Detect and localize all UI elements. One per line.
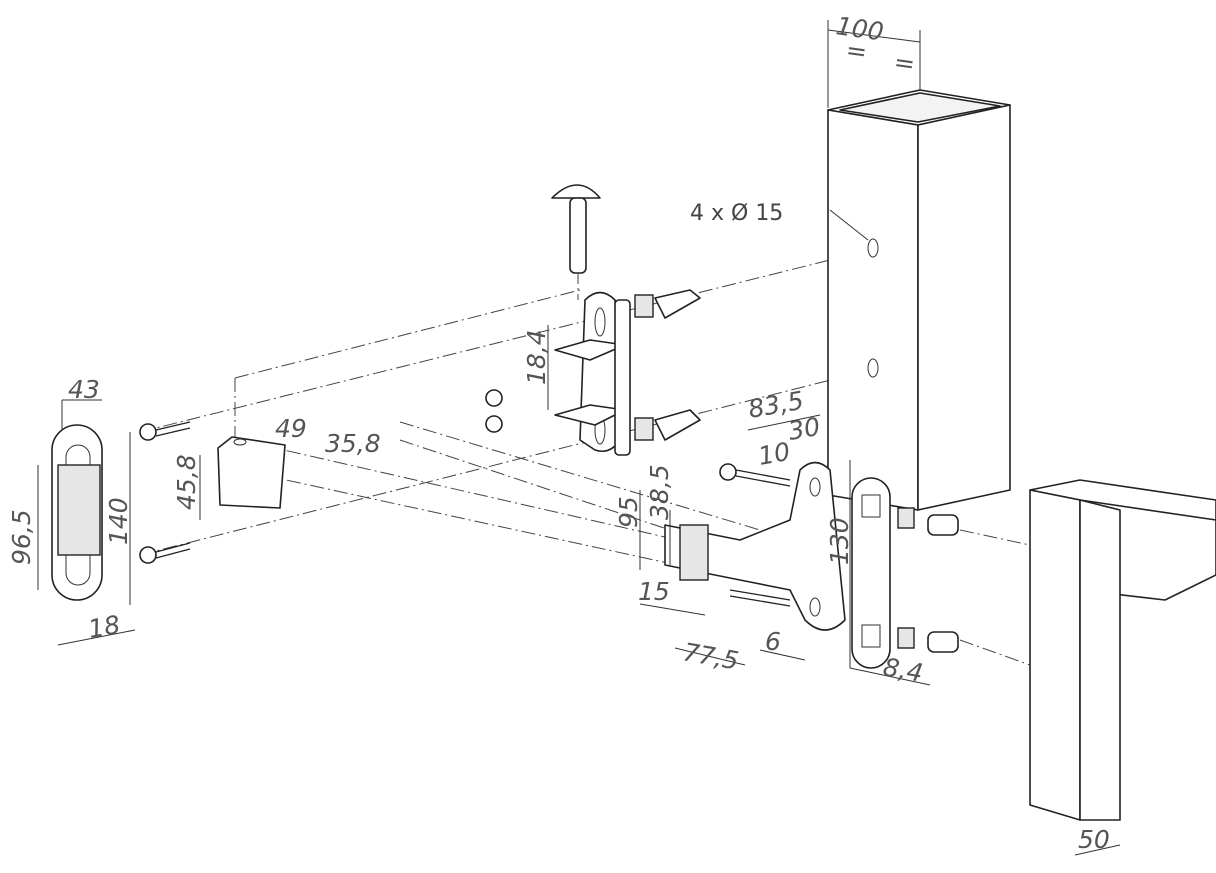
dim-38-5: 38,5 xyxy=(645,464,674,520)
dim-50: 50 xyxy=(1078,825,1110,854)
screws xyxy=(139,389,791,607)
dim-49: 49 xyxy=(275,414,307,443)
dim-equal-left: = xyxy=(844,35,869,67)
hinge-cover xyxy=(51,424,103,601)
dim-30: 30 xyxy=(786,412,822,446)
dim-43: 43 xyxy=(68,375,100,404)
post-bracket xyxy=(554,291,631,456)
hinge-knuckle xyxy=(217,436,286,509)
dim-6: 6 xyxy=(765,627,781,656)
hinge-pin xyxy=(551,184,601,274)
dim-140: 140 xyxy=(104,497,133,545)
l-shaped-tube xyxy=(1029,479,1216,821)
dim-equal-right: = xyxy=(892,47,917,79)
holes-label: 4 x Ø 15 xyxy=(690,201,783,226)
dim-15: 15 xyxy=(638,577,670,606)
gate-bracket xyxy=(664,461,846,631)
dimension-lines xyxy=(37,20,1121,856)
dim-18-4: 18,4 xyxy=(522,329,551,385)
dim-45-8: 45,8 xyxy=(172,454,201,510)
dim-130: 130 xyxy=(825,517,854,565)
dim-77-5: 77,5 xyxy=(681,637,741,675)
dim-10: 10 xyxy=(756,437,792,471)
dim-18: 18 xyxy=(86,610,122,644)
dim-96-5: 96,5 xyxy=(7,509,36,565)
square-post xyxy=(827,89,1011,511)
dim-35-8: 35,8 xyxy=(325,429,381,458)
slot-plate xyxy=(851,477,891,669)
wall-plugs xyxy=(634,289,959,653)
dim-8-4: 8,4 xyxy=(881,652,925,687)
dim-post-width: 100 xyxy=(834,11,885,46)
dim-95: 95 xyxy=(614,496,643,528)
